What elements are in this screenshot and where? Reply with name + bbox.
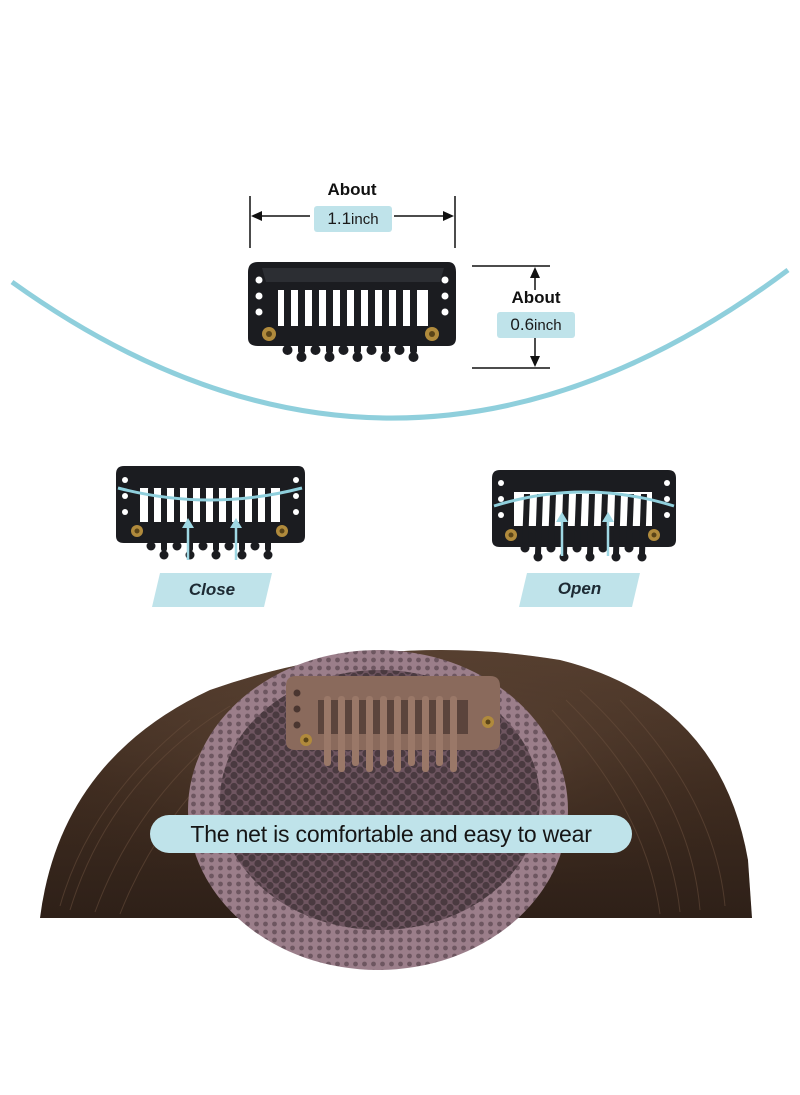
width-dimension-lines bbox=[249, 196, 456, 248]
open-clip-image bbox=[492, 470, 676, 562]
main-clip-image bbox=[248, 262, 456, 362]
close-tag-shape bbox=[152, 573, 272, 607]
height-value: 0.6 bbox=[510, 315, 535, 334]
height-unit: inch bbox=[534, 317, 562, 334]
width-value-pill: 1.1inch bbox=[314, 206, 392, 232]
banner-shape bbox=[150, 815, 632, 853]
height-about-label: About bbox=[511, 288, 561, 307]
width-unit: inch bbox=[351, 211, 379, 228]
close-clip-image bbox=[116, 466, 305, 560]
height-value-pill: 0.6inch bbox=[497, 312, 575, 338]
close-label: Close bbox=[188, 580, 236, 599]
open-label: Open bbox=[557, 579, 602, 598]
width-value: 1.1 bbox=[327, 209, 352, 228]
hair-piece-image bbox=[40, 650, 752, 970]
open-tag-shape bbox=[519, 573, 640, 607]
height-dimension-lines bbox=[472, 265, 550, 369]
top-arc-decoration bbox=[10, 267, 790, 421]
width-about-label: About bbox=[327, 180, 377, 199]
banner-text: The net is comfortable and easy to wear bbox=[190, 821, 592, 847]
